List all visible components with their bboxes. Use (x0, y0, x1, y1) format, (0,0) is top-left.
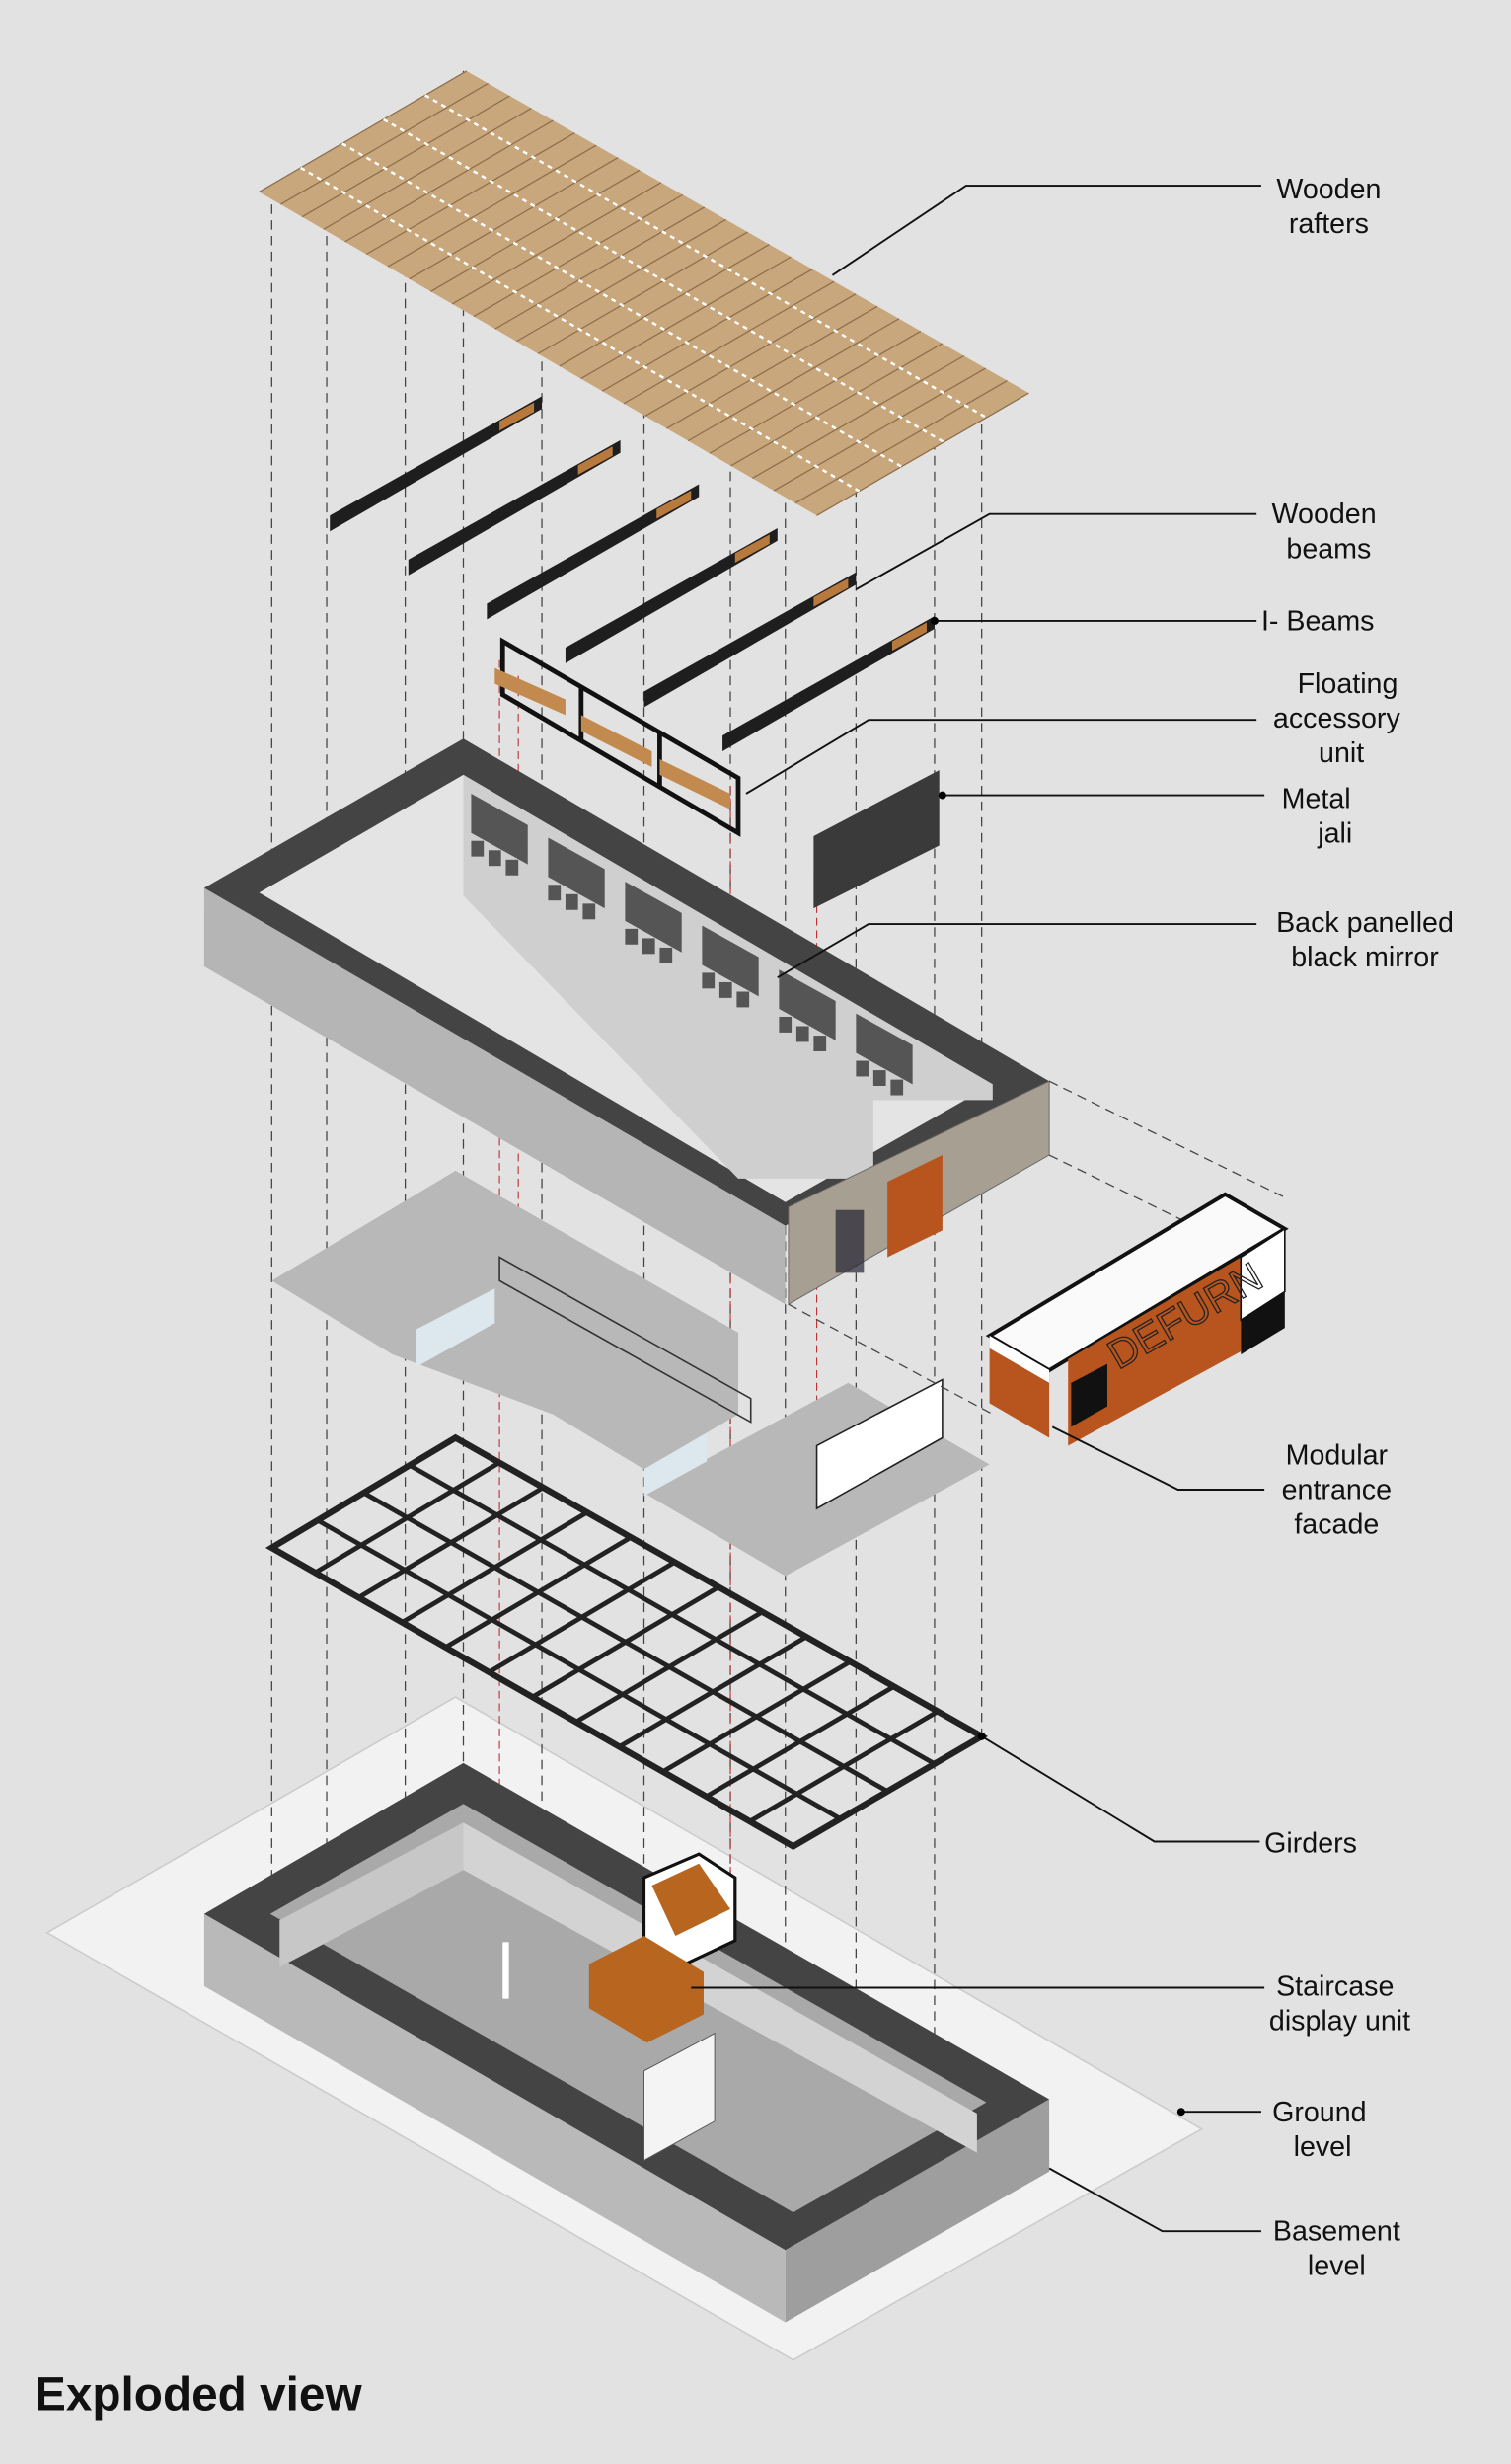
i-beam (722, 616, 935, 752)
rafter-slat (666, 305, 878, 429)
rafter-slat (644, 293, 857, 417)
rafter-slat (773, 367, 986, 492)
girder (362, 1491, 889, 1794)
wooden-rafters (259, 70, 1029, 516)
rafter-slat (687, 318, 900, 442)
rafter-slat (580, 256, 792, 380)
i-beam (408, 439, 621, 576)
rafter-slat (323, 107, 532, 230)
i-beams (330, 396, 935, 752)
mirror-small-panel (856, 1060, 869, 1077)
mirror-small-panel (795, 1026, 809, 1042)
rafter-slat (794, 380, 1008, 504)
modular-entrance-facade: DEFURN (788, 1080, 1289, 1446)
girder (408, 1463, 937, 1766)
rafter-slat (344, 119, 554, 243)
rafter-slat (601, 269, 813, 392)
wooden-beam (656, 490, 692, 519)
black-mirror-panel (625, 882, 682, 953)
mirror-small-panel (779, 1016, 793, 1033)
i-beam (565, 528, 778, 663)
rafter-purlin (300, 166, 861, 493)
mirror-small-panel (872, 1070, 886, 1086)
rafter-purlin (341, 142, 903, 468)
label-girders: Girders (1264, 1828, 1357, 1860)
rafter-slat (709, 330, 922, 454)
i-beam (643, 572, 857, 708)
mirror-small-panel (625, 928, 639, 945)
rafter-slat (537, 231, 748, 354)
rafter-slat (365, 132, 575, 256)
i-beam (487, 484, 700, 620)
label-i-beams: I- Beams (1261, 605, 1375, 637)
rafter-slat (494, 206, 706, 330)
rafter-slat (451, 182, 662, 305)
rafter-slat (623, 280, 835, 405)
diagram-title: Exploded view (35, 2369, 362, 2422)
black-mirror-panel (702, 925, 759, 997)
metal-jali (813, 770, 940, 909)
wooden-beam (734, 534, 770, 564)
mirror-small-panel (471, 840, 485, 857)
mirror-small-panel (565, 893, 578, 910)
rafter-purlin (383, 117, 945, 443)
rafter-slat (409, 157, 619, 280)
mirror-small-panel (548, 885, 562, 901)
rafter-slat (280, 82, 489, 205)
mirror-small-panel (702, 972, 716, 989)
rafter-slat (559, 244, 770, 367)
mirror-small-panel (488, 850, 501, 867)
rafter-slat (259, 70, 467, 192)
mirror-small-panel (718, 981, 732, 998)
rafter-slat (430, 169, 641, 292)
rafter-slat (730, 343, 944, 467)
leader-lines (691, 185, 1265, 2233)
mirror-small-panel (659, 947, 673, 963)
rafter-slat (301, 95, 510, 218)
mirror-small-panel (890, 1079, 904, 1096)
ground-floor-plate (271, 1170, 990, 1577)
mirror-small-panel (736, 991, 750, 1008)
back-panelled-black-mirrors (471, 793, 913, 1096)
metal-jali-screen (815, 1378, 944, 1510)
mirror-small-panel (582, 903, 596, 920)
black-mirror-panel (471, 793, 528, 865)
wooden-beam (499, 402, 535, 431)
staircase-display-unit (588, 1852, 737, 2043)
mirror-small-panel (813, 1036, 827, 1051)
wooden-beam (577, 446, 613, 475)
mirror-small-panel (642, 938, 655, 955)
wooden-beam (891, 622, 927, 652)
rafter-purlin (424, 94, 988, 420)
girder (316, 1517, 842, 1821)
rafter-slat (516, 218, 726, 343)
rafter-slat (752, 354, 964, 480)
floating-accessory-unit (494, 637, 741, 837)
black-mirror-panel (856, 1013, 913, 1085)
rafter-slat (473, 193, 684, 318)
rafter-slat (387, 144, 597, 268)
upper-floor-walls (203, 738, 1050, 1306)
rafter-slat (816, 392, 1029, 516)
black-mirror-panel (548, 837, 605, 909)
i-beam (330, 396, 543, 532)
black-mirror-panel (779, 969, 836, 1040)
wooden-beam (813, 578, 849, 607)
mirror-small-panel (505, 859, 519, 876)
